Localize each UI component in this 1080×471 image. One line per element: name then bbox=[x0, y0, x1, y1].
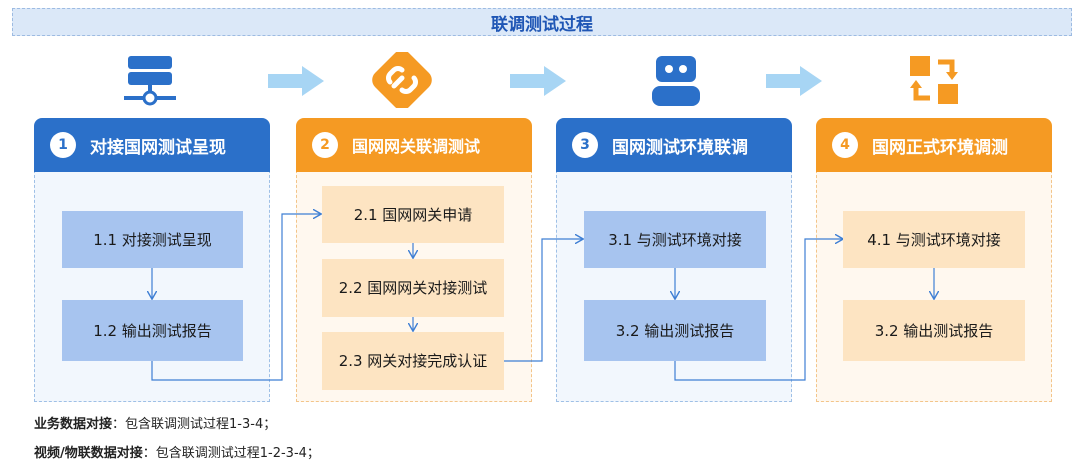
arrow-right-icon bbox=[766, 66, 822, 96]
column-3-panel bbox=[556, 170, 792, 402]
step-box: 2.3 网关对接完成认证 bbox=[322, 332, 504, 390]
column-4-header: 4 国网正式环境调测 bbox=[816, 118, 1052, 172]
step-number-badge: 3 bbox=[572, 132, 598, 158]
column-title: 对接国网测试呈现 bbox=[90, 137, 226, 158]
step-box: 2.1 国网网关申请 bbox=[322, 186, 504, 243]
footer-note-1: 业务数据对接：包含联调测试过程1-3-4； bbox=[34, 413, 276, 432]
footer-label: 业务数据对接 bbox=[34, 417, 113, 432]
footer-label: 视频/物联数据对接 bbox=[34, 446, 143, 461]
step-box: 3.1 与测试环境对接 bbox=[584, 211, 766, 268]
column-1-header: 1 对接国网测试呈现 bbox=[34, 118, 270, 172]
step-number-badge: 2 bbox=[312, 132, 338, 158]
column-2-header: 2 国网网关联调测试 bbox=[296, 118, 532, 172]
step-number-badge: 4 bbox=[832, 132, 858, 158]
step-box: 1.1 对接测试呈现 bbox=[62, 211, 243, 268]
column-title: 国网测试环境联调 bbox=[612, 137, 748, 158]
step-box: 3.2 输出测试报告 bbox=[584, 300, 766, 361]
step-box: 1.2 输出测试报告 bbox=[62, 300, 243, 361]
footer-text: ：包含联调测试过程1-2-3-4； bbox=[142, 446, 320, 461]
step-box: 4.1 与测试环境对接 bbox=[843, 211, 1025, 268]
arrow-right-icon bbox=[510, 66, 566, 96]
link-chain-icon bbox=[372, 52, 432, 108]
column-1-panel bbox=[34, 170, 270, 402]
footer-note-2: 视频/物联数据对接：包含联调测试过程1-2-3-4； bbox=[34, 442, 320, 461]
column-3-header: 3 国网测试环境联调 bbox=[556, 118, 792, 172]
column-4-panel bbox=[816, 170, 1052, 402]
arrow-right-icon bbox=[268, 66, 324, 96]
step-box: 3.2 输出测试报告 bbox=[843, 300, 1025, 361]
column-title: 国网正式环境调测 bbox=[872, 137, 1008, 158]
cycle-arrows-icon bbox=[910, 56, 958, 104]
step-number-badge: 1 bbox=[50, 132, 76, 158]
column-title: 国网网关联调测试 bbox=[352, 137, 481, 156]
network-server-icon bbox=[124, 56, 176, 106]
page-title: 联调测试过程 bbox=[12, 8, 1072, 36]
robot-icon bbox=[652, 56, 700, 106]
step-box: 2.2 国网网关对接测试 bbox=[322, 259, 504, 317]
footer-text: ：包含联调测试过程1-3-4； bbox=[112, 417, 277, 432]
